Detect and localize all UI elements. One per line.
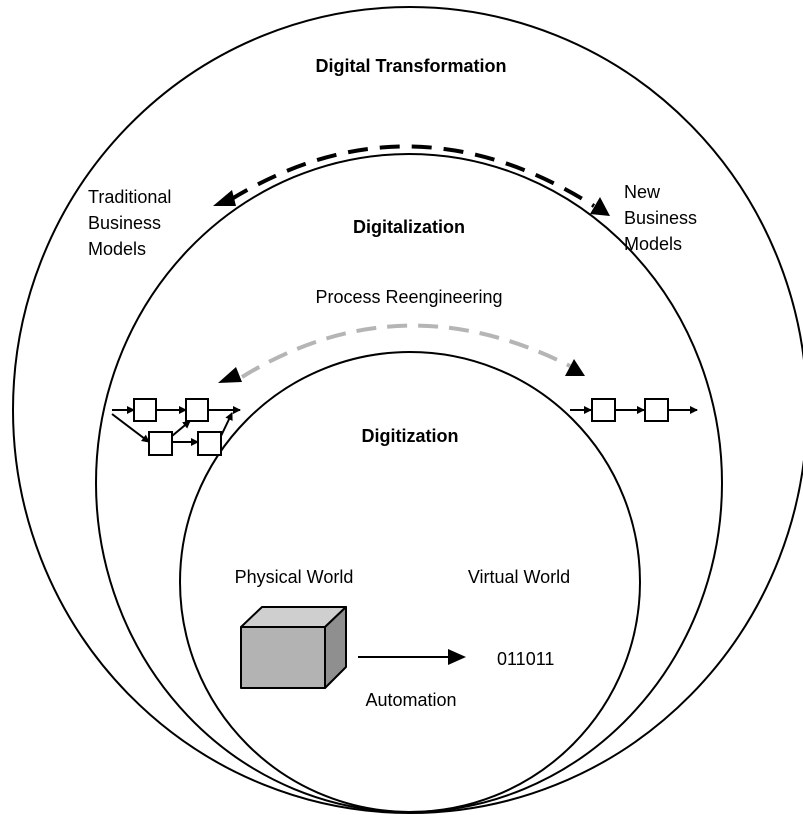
new-business-models-label: New Business Models <box>624 182 697 254</box>
old-process-step-3 <box>148 431 173 456</box>
business-arrowhead-right <box>590 197 610 216</box>
old-process-flow <box>111 398 241 456</box>
new-line-1: New <box>624 182 661 202</box>
new-line-2: Business <box>624 208 697 228</box>
process-reengineering-label: Process Reengineering <box>315 287 502 307</box>
process-arrowhead-left <box>218 367 242 383</box>
new-process-step-1 <box>591 398 616 422</box>
automation-label: Automation <box>365 690 456 710</box>
new-process-step-2 <box>644 398 669 422</box>
old-process-step-1 <box>133 398 157 422</box>
binary-data-label: 011011 <box>497 649 554 669</box>
new-line-3: Models <box>624 234 682 254</box>
traditional-line-1: Traditional <box>88 187 171 207</box>
process-reengineering-arrow <box>240 323 571 379</box>
new-process-flow <box>570 398 698 422</box>
traditional-business-models-label: Traditional Business Models <box>88 187 171 259</box>
old-flow-4-out <box>220 412 233 437</box>
traditional-line-2: Business <box>88 213 161 233</box>
business-arrowhead-left <box>213 190 236 206</box>
digital-transformation-title: Digital Transformation <box>315 56 506 76</box>
old-flow-in-diag <box>111 413 150 443</box>
virtual-world-label: Virtual World <box>468 567 570 587</box>
business-model-transition-arrow <box>228 144 596 208</box>
process-arrowhead-right <box>565 359 585 376</box>
old-flow-3-2 <box>171 420 191 437</box>
digitization-circle <box>179 351 641 813</box>
digitalization-title: Digitalization <box>353 217 465 237</box>
old-process-step-4 <box>197 431 222 456</box>
cube-front-face <box>240 626 326 689</box>
digitization-title: Digitization <box>362 426 459 446</box>
traditional-line-3: Models <box>88 239 146 259</box>
physical-cube-icon <box>240 606 347 689</box>
old-process-step-2 <box>185 398 209 422</box>
physical-world-label: Physical World <box>235 567 354 587</box>
